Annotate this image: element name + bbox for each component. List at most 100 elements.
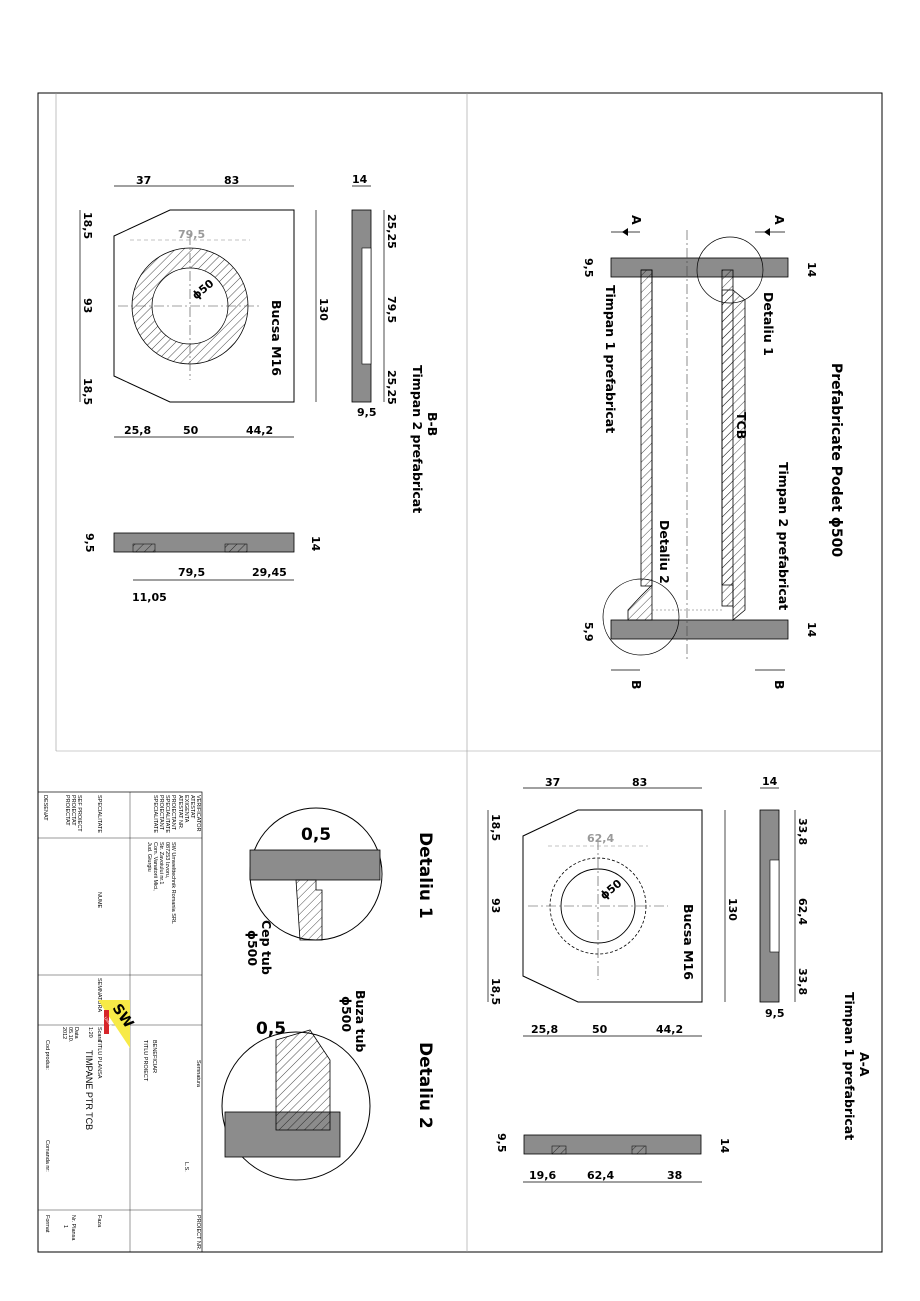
- timpan2-bottom-section: [113, 532, 295, 553]
- timpan2-outline: [113, 209, 295, 403]
- tl-dim-9-5-bottom: 9,5: [83, 533, 96, 553]
- svg-text:PROIECT NR.: PROIECT NR.: [195, 1215, 201, 1251]
- detail2-circle: [602, 578, 680, 656]
- br-dim-19-6: 19,6: [529, 1169, 556, 1182]
- br-dim-50: 50: [592, 1023, 608, 1036]
- svg-text:EXIGENTA: EXIGENTA: [183, 795, 189, 823]
- section-a-left: A: [629, 215, 644, 225]
- bb-subtitle: Timpan 2 prefabricat: [410, 365, 425, 513]
- svg-text:L.S.: L.S.: [183, 1162, 189, 1172]
- timpan2-label: Timpan 2 prefabricat: [776, 462, 791, 610]
- svg-text:TITLU PLANSA: TITLU PLANSA: [96, 1040, 102, 1079]
- svg-text:BENEFICIAR: BENEFICIAR: [151, 1040, 157, 1073]
- svg-text:Com. Vanatorii Mici,: Com. Vanatorii Mici,: [152, 842, 158, 891]
- pipe-dim-14-top: 14: [805, 262, 818, 278]
- tb-logo-stripe: [104, 1010, 109, 1034]
- br-dim-93: 93: [489, 898, 502, 913]
- svg-text:VERIFICATOR: VERIFICATOR: [195, 795, 201, 831]
- svg-text:Format: Format: [44, 1215, 50, 1233]
- timpan2-drawing: B-B Timpan 2 prefabricat 79,5 ϕ50 Bucsa …: [79, 173, 440, 604]
- tl-dim-18-5-a: 18,5: [81, 212, 94, 239]
- timpan2-gray-dim: 79,5: [178, 228, 205, 241]
- br-dim-9-5-bottom: 9,5: [495, 1133, 508, 1153]
- aa-title: A-A: [857, 1052, 872, 1077]
- pipe-wall-left-body: [640, 269, 653, 587]
- detail1-drawing: Detaliu 1 0,5 Cep tub ϕ500: [245, 807, 435, 975]
- tl-dim-25-8: 25,8: [124, 424, 151, 437]
- svg-text:Cod produs:: Cod produs:: [44, 1040, 50, 1070]
- tl-dim-9-5: 9,5: [357, 406, 377, 419]
- svg-text:ATESTAT NR.: ATESTAT NR.: [177, 795, 183, 830]
- svg-text:PROIECTAT: PROIECTAT: [64, 795, 70, 826]
- svg-text:PROIECTAT: PROIECTAT: [70, 795, 76, 826]
- detail1-circle: [696, 236, 764, 304]
- svg-text:PROIECTANT: PROIECTANT: [158, 795, 164, 831]
- detail1-cep: Cep tub: [259, 920, 274, 975]
- tl-dim-83: 83: [224, 174, 239, 187]
- tl-dim-14-side: 14: [352, 173, 368, 186]
- title-block: VERIFICATOR ATESTAT EXIGENTA ATESTAT NR.…: [37, 791, 203, 1253]
- br-dim-37: 37: [545, 776, 560, 789]
- svg-text:Scara: Scara: [96, 1027, 102, 1042]
- br-dim-18-5-b: 18,5: [489, 978, 502, 1005]
- svg-text:SPECIALITATE: SPECIALITATE: [96, 795, 102, 833]
- br-dim-38: 38: [667, 1169, 682, 1182]
- svg-text:Faza: Faza: [96, 1215, 102, 1228]
- br-dim-44-2: 44,2: [656, 1023, 683, 1036]
- br-dim-62-4-bottom: 62,4: [587, 1169, 614, 1182]
- tl-dim-44-2: 44,2: [246, 424, 273, 437]
- pipe-dim-14-bottom: 14: [805, 622, 818, 638]
- svg-text:Semnatura: Semnatura: [195, 1060, 201, 1088]
- br-dim-33-8-a: 33,8: [796, 818, 809, 845]
- svg-text:PROIECTANT: PROIECTANT: [170, 795, 176, 831]
- timpan2-plate: [610, 619, 789, 640]
- br-dim-9-5: 9,5: [765, 1007, 785, 1020]
- br-dim-18-5-a: 18,5: [489, 814, 502, 841]
- detail2-gap: 0,5: [256, 1019, 286, 1039]
- timpan2-bushing: Bucsa M16: [269, 300, 284, 376]
- tl-dim-79-5-bottom: 79,5: [178, 566, 205, 579]
- tb-company: SW Umwelttechnik Romania SRL: [170, 842, 176, 924]
- tl-dim-29-45: 29,45: [252, 566, 287, 579]
- br-dim-62-4: 62,4: [796, 898, 809, 925]
- detail1-phi: ϕ500: [245, 930, 260, 966]
- section-b-left: B: [629, 680, 644, 690]
- br-dim-25-8: 25,8: [531, 1023, 558, 1036]
- aa-subtitle: Timpan 1 prefabricat: [842, 992, 857, 1140]
- pipe-dim-5-9: 5,9: [582, 622, 595, 642]
- detail1-callout: Detaliu 1: [761, 292, 776, 356]
- tl-dim-37: 37: [136, 174, 151, 187]
- pipe-dim-9-5: 9,5: [582, 258, 595, 278]
- detail2-drawing: Detaliu 2 0,5 Buza tub ϕ500: [221, 990, 435, 1181]
- tl-dim-25-25-b: 25,25: [385, 370, 398, 405]
- svg-text:TITLU PROIECT: TITLU PROIECT: [142, 1040, 148, 1082]
- tl-dim-25-25-a: 25,25: [385, 214, 398, 249]
- svg-text:Nr. Plansa: Nr. Plansa: [70, 1215, 76, 1241]
- main-title: Prefabricate Podet ϕ500: [828, 363, 844, 557]
- svg-text:Str. Zavoiului nr.1: Str. Zavoiului nr.1: [158, 842, 164, 885]
- svg-text:1: 1: [62, 1225, 68, 1228]
- bb-title: B-B: [425, 412, 440, 436]
- detail2-title: Detaliu 2: [415, 1042, 435, 1129]
- timpan1-outline: [522, 809, 703, 1003]
- timpan1-label: Timpan 1 prefabricat: [603, 285, 618, 433]
- br-dim-130: 130: [726, 898, 739, 921]
- timpan1-drawing: A-A Timpan 1 prefabricat 62,4 ϕ50 Bucsa …: [487, 775, 872, 1183]
- svg-text:Jud. Giurgiu: Jud. Giurgiu: [146, 842, 152, 872]
- svg-text:Comanda nr:: Comanda nr:: [44, 1140, 50, 1172]
- svg-text:SPECIALITATE: SPECIALITATE: [164, 795, 170, 833]
- detail2-callout: Detaliu 2: [657, 520, 672, 584]
- svg-text:DESENAT: DESENAT: [42, 795, 48, 821]
- tl-dim-14-bottom: 14: [309, 536, 322, 552]
- svg-text:Data: Data: [73, 1027, 79, 1040]
- pipe-wall-right-body: [721, 289, 734, 607]
- tl-dim-11-05: 11,05: [132, 591, 167, 604]
- section-a-right: A: [772, 215, 787, 225]
- section-b-right: B: [772, 680, 787, 690]
- tl-dim-130: 130: [317, 298, 330, 321]
- timpan1-bushing: Bucsa M16: [681, 904, 696, 980]
- timpan1-gray-dim: 62,4: [587, 832, 614, 845]
- br-dim-33-8-b: 33,8: [796, 968, 809, 995]
- br-dim-83: 83: [632, 776, 647, 789]
